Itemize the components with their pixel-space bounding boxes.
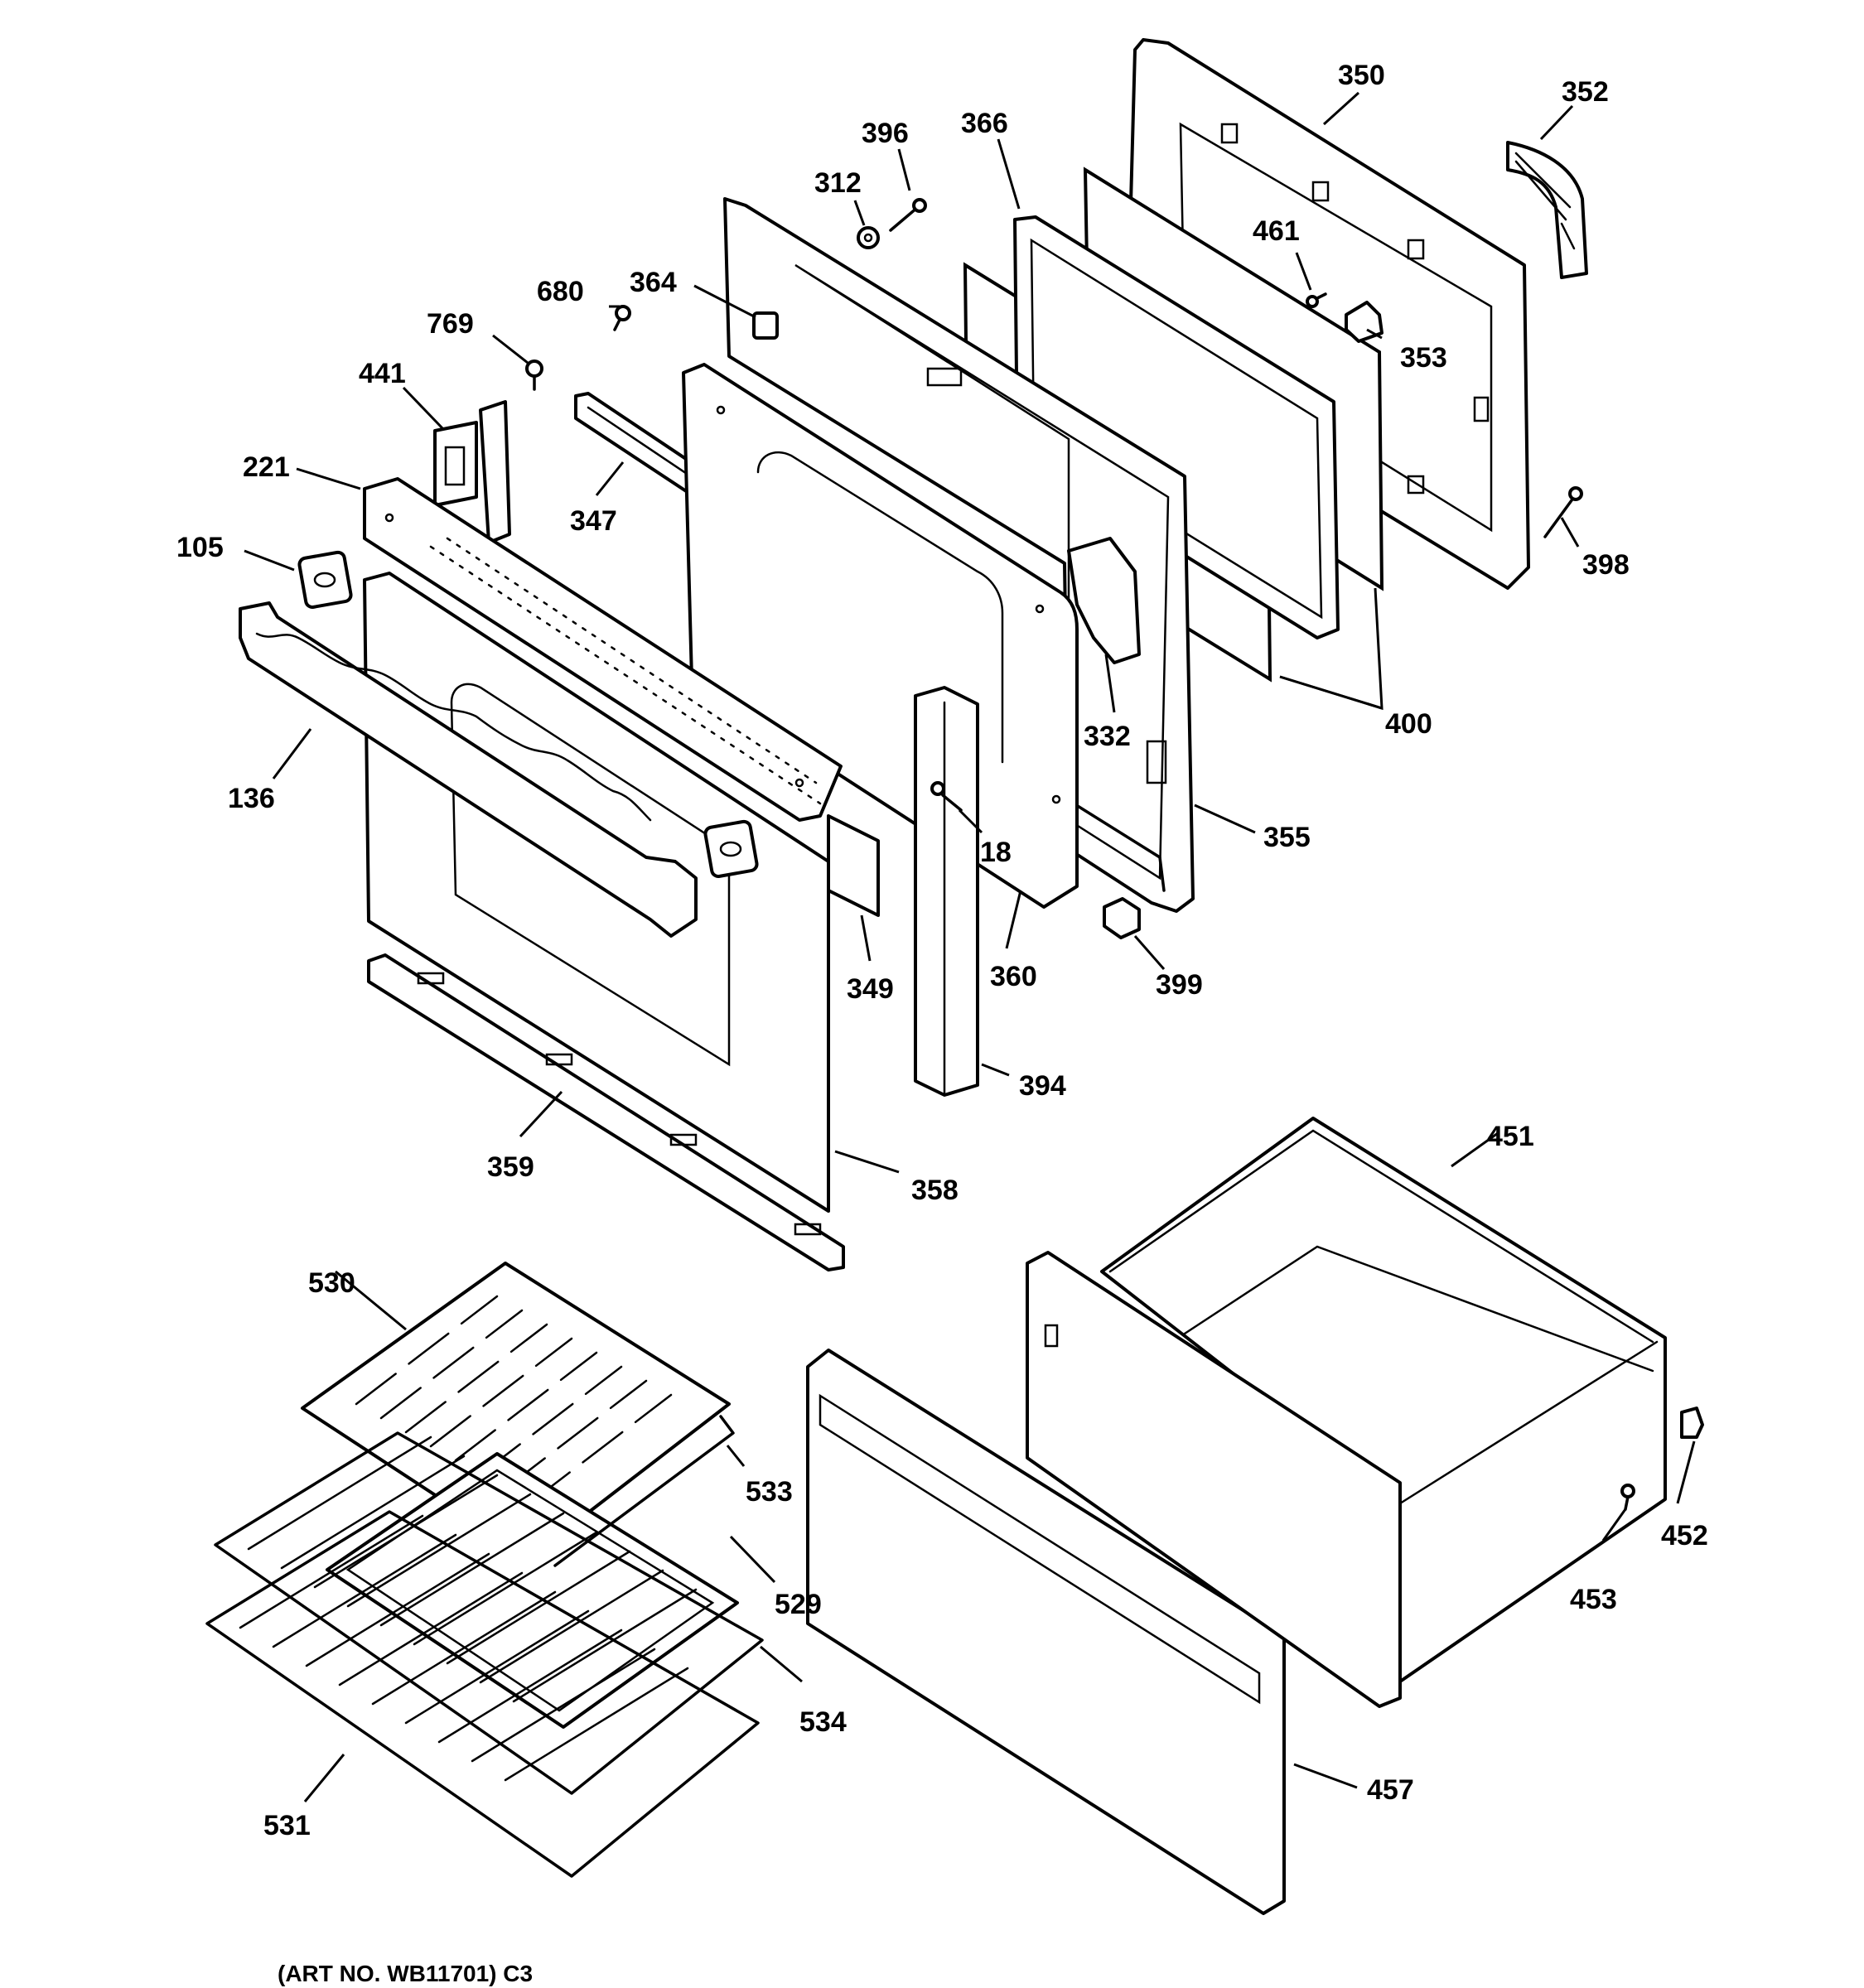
part-441-hinge — [433, 400, 511, 544]
part-451-drawer-side — [1026, 1251, 1402, 1708]
callout-451: 451 — [1487, 1121, 1534, 1152]
callout-358: 358 — [911, 1175, 959, 1206]
callout-labels: 350 352 396 366 312 461 364 680 769 353 … — [176, 60, 1708, 1986]
part-769-screw — [525, 359, 543, 391]
part-457-drawer-front — [806, 1349, 1286, 1915]
part-364-bracket — [752, 311, 779, 340]
callout-353: 353 — [1400, 342, 1447, 374]
callout-452: 452 — [1661, 1520, 1708, 1551]
callout-364: 364 — [630, 267, 677, 298]
callout-347: 347 — [570, 505, 617, 537]
callout-533: 533 — [746, 1476, 793, 1508]
callout-399: 399 — [1156, 969, 1203, 1001]
callout-18: 18 — [980, 837, 1012, 868]
part-221-vent-trim — [363, 477, 843, 822]
callout-350: 350 — [1338, 60, 1385, 91]
callout-332: 332 — [1084, 721, 1131, 752]
part-398-screw — [1543, 486, 1583, 538]
callout-453: 453 — [1570, 1584, 1617, 1615]
callout-400: 400 — [1385, 708, 1432, 740]
part-680-screw — [613, 305, 631, 331]
callout-530: 530 — [308, 1267, 355, 1299]
callout-360: 360 — [990, 961, 1037, 992]
leader-lines — [244, 91, 1696, 1802]
callout-461: 461 — [1253, 215, 1300, 247]
part-136-door-handle — [239, 601, 698, 938]
callout-105: 105 — [176, 532, 224, 563]
part-453-stud — [1620, 1484, 1635, 1511]
part-350-door-back-frame — [1125, 38, 1530, 590]
callout-366: 366 — [961, 108, 1008, 139]
callout-355: 355 — [1263, 822, 1311, 853]
part-396-screw — [889, 198, 927, 232]
part-358-outer-door — [363, 572, 830, 1213]
part-461-screw — [1306, 292, 1327, 308]
callout-352: 352 — [1562, 76, 1609, 108]
part-332-insulation — [1067, 537, 1141, 664]
callout-396: 396 — [862, 118, 909, 149]
callout-531: 531 — [263, 1810, 311, 1841]
part-399-bumper — [1103, 897, 1141, 939]
part-531-oven-rack — [205, 1510, 760, 1878]
callout-529: 529 — [775, 1589, 822, 1620]
part-349-insulation — [827, 814, 880, 917]
callout-221: 221 — [243, 451, 290, 483]
callout-394: 394 — [1019, 1070, 1066, 1102]
part-394-hinge-channel — [914, 686, 979, 1097]
part-534-oven-rack — [214, 1431, 764, 1795]
callout-312: 312 — [814, 167, 862, 199]
callout-457: 457 — [1367, 1774, 1414, 1806]
part-359-bottom-trim — [367, 953, 845, 1271]
part-352-door-gasket — [1506, 141, 1588, 279]
part-105-end-cap — [297, 550, 759, 878]
callout-534: 534 — [799, 1706, 847, 1738]
callout-349: 349 — [847, 973, 894, 1005]
callout-680: 680 — [537, 276, 584, 307]
callout-359: 359 — [487, 1151, 534, 1183]
callout-441: 441 — [359, 358, 406, 389]
callout-398: 398 — [1582, 549, 1630, 581]
part-18-screw — [930, 781, 963, 812]
part-312-washer — [857, 226, 880, 249]
art-number: (ART NO. WB11701) C3 — [278, 1961, 533, 1986]
part-353-latch — [1345, 301, 1384, 343]
callout-136: 136 — [228, 783, 275, 814]
part-533-broiler-pan-bottom — [553, 1415, 735, 1567]
callout-769: 769 — [427, 308, 474, 340]
part-452-glide — [1680, 1407, 1704, 1439]
